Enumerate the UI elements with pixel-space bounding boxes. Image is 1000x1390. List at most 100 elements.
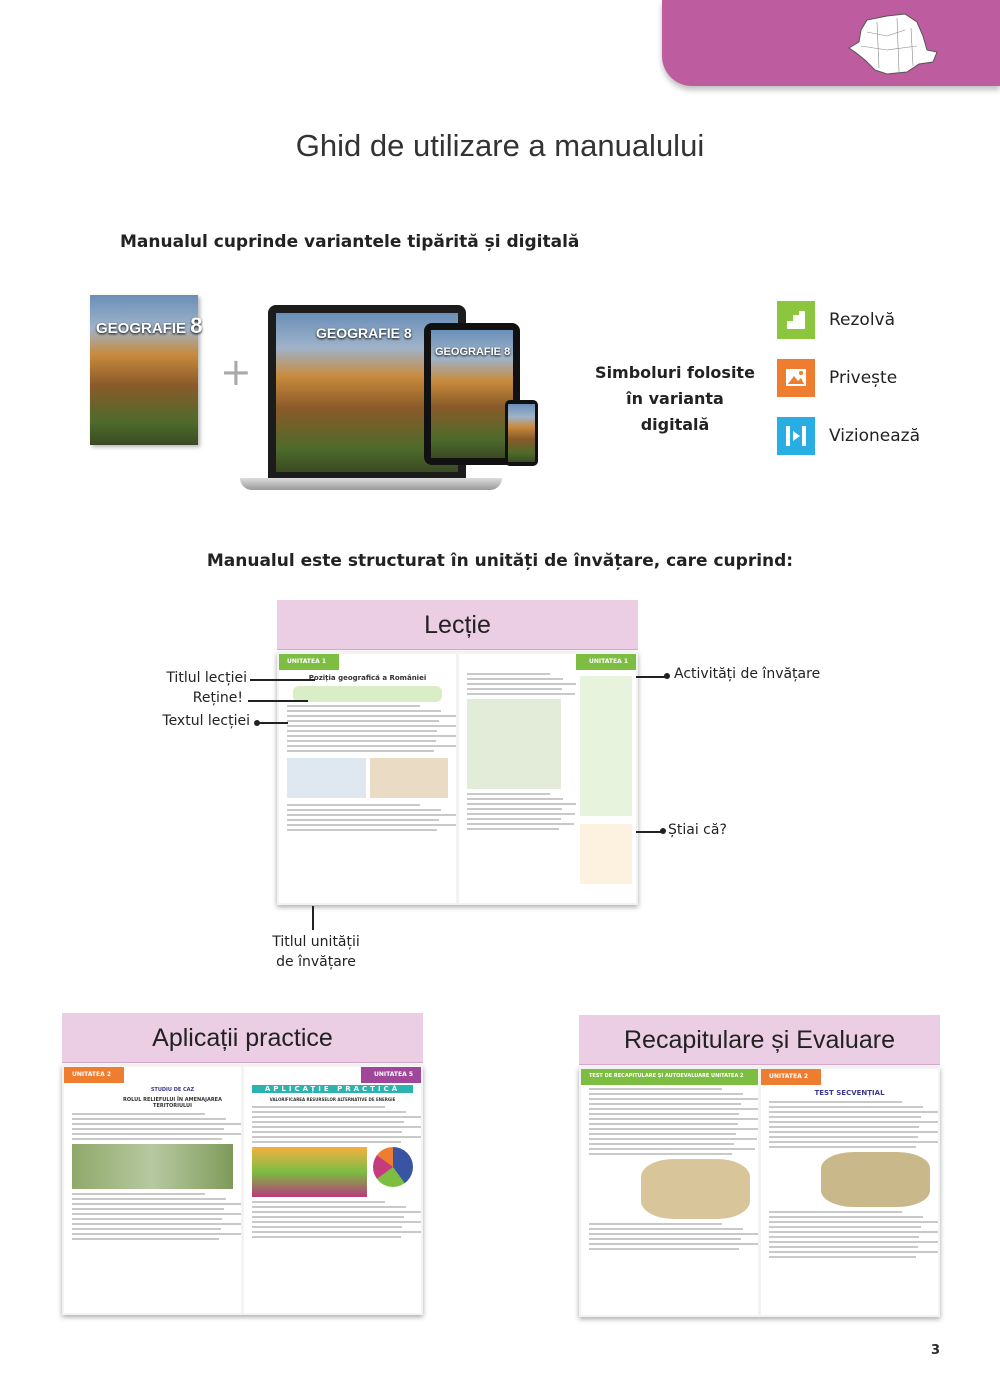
arrow xyxy=(636,831,664,833)
text-line xyxy=(287,725,456,727)
review-spread: TEST DE RECAPITULARE ȘI AUTOEVALUARE UNI… xyxy=(579,1067,940,1317)
chapter-tab xyxy=(662,0,1000,86)
text-line xyxy=(769,1141,938,1143)
text-line xyxy=(252,1136,421,1138)
practical-spread: UNITATEA 2 STUDIU DE CAZ ROLUL RELIEFULU… xyxy=(62,1065,423,1315)
text-lines xyxy=(279,705,456,752)
text-line xyxy=(467,693,575,695)
text-line xyxy=(72,1118,226,1120)
text-line xyxy=(769,1126,920,1128)
review-banner: TEST DE RECAPITULARE ȘI AUTOEVALUARE UNI… xyxy=(581,1069,758,1085)
text-line xyxy=(769,1121,938,1123)
case-study-label: STUDIU DE CAZ xyxy=(150,1087,195,1093)
text-line xyxy=(72,1198,226,1200)
lesson-spread: UNITATEA 1 Poziția geografică a României… xyxy=(277,652,638,905)
symbols-caption-line1: Simboluri folosite xyxy=(595,363,755,382)
text-line xyxy=(769,1106,923,1108)
plus-sign: + xyxy=(220,350,252,394)
text-line xyxy=(72,1238,219,1240)
text-line xyxy=(769,1231,938,1233)
text-line xyxy=(287,809,441,811)
page-number: 3 xyxy=(931,1343,941,1358)
text-line xyxy=(769,1216,923,1218)
annotation-did-you-know: Știai că? xyxy=(668,822,727,838)
text-line xyxy=(467,818,561,820)
text-line xyxy=(769,1111,938,1113)
text-lines xyxy=(64,1193,241,1240)
text-line xyxy=(589,1223,722,1225)
symbol-label: Privește xyxy=(829,368,898,388)
unit-label: UNITATEA 1 xyxy=(279,654,339,670)
text-line xyxy=(287,750,434,752)
text-line xyxy=(769,1256,916,1258)
text-line xyxy=(72,1193,205,1195)
book-number: 8 xyxy=(403,325,412,341)
text-line xyxy=(589,1133,736,1135)
symbol-rezolva: Rezolvă xyxy=(777,301,895,339)
arrow xyxy=(258,722,288,724)
text-lines xyxy=(244,1201,421,1238)
section-review-header: Recapitulare și Evaluare xyxy=(579,1015,940,1065)
book-brand: GEOGRAFIE xyxy=(96,320,187,337)
text-line xyxy=(287,819,440,821)
text-line xyxy=(769,1211,902,1213)
text-line xyxy=(589,1138,758,1140)
text-line xyxy=(287,824,456,826)
text-lines xyxy=(581,1223,758,1250)
review-banner-text: TEST DE RECAPITULARE ȘI AUTOEVALUARE xyxy=(589,1073,710,1079)
text-lines xyxy=(761,1211,938,1258)
book-number: 8 xyxy=(190,313,203,338)
structure-heading: Manualul este structurat în unități de î… xyxy=(206,551,794,571)
annotation-remember: Reține! xyxy=(192,690,243,706)
text-line xyxy=(72,1133,241,1135)
romania-map-icon xyxy=(848,13,938,75)
annotation-unit-title-line1: Titlul unității xyxy=(272,934,360,950)
symbols-caption-line2: în varianta digitală xyxy=(626,389,724,434)
text-line xyxy=(72,1138,223,1140)
practical-banner: APLICAȚIE PRACTICĂ xyxy=(252,1085,413,1093)
text-line xyxy=(467,798,563,800)
text-line xyxy=(287,720,440,722)
film-play-icon xyxy=(777,417,815,455)
text-line xyxy=(467,673,550,675)
image-icon xyxy=(777,359,815,397)
text-line xyxy=(769,1236,920,1238)
text-line xyxy=(72,1213,241,1215)
text-line xyxy=(467,688,562,690)
text-line xyxy=(287,829,438,831)
text-line xyxy=(72,1223,241,1225)
text-line xyxy=(252,1141,401,1143)
text-line xyxy=(467,803,576,805)
section-lesson-header: Lecție xyxy=(277,600,638,650)
text-line xyxy=(589,1233,758,1235)
lesson-left-page: UNITATEA 1 Poziția geografică a României xyxy=(279,654,456,903)
page-title: Ghid de utilizare a manualului xyxy=(295,128,705,163)
text-line xyxy=(467,813,575,815)
text-line xyxy=(589,1123,738,1125)
text-line xyxy=(769,1221,938,1223)
text-line xyxy=(287,705,420,707)
text-line xyxy=(252,1216,405,1218)
text-line xyxy=(252,1206,406,1208)
text-line xyxy=(467,678,563,680)
text-line xyxy=(287,715,456,717)
text-lines xyxy=(64,1113,241,1140)
text-line xyxy=(589,1238,742,1240)
text-line xyxy=(252,1131,403,1133)
text-line xyxy=(467,793,550,795)
text-line xyxy=(467,828,560,830)
annotation-lesson-title: Titlul lecției xyxy=(166,670,247,686)
text-line xyxy=(589,1098,758,1100)
lesson-map xyxy=(467,699,561,789)
annotation-activities: Activități de învățare xyxy=(674,666,821,682)
text-line xyxy=(769,1226,922,1228)
did-you-know-box xyxy=(580,824,632,884)
unit-label: UNITATEA 2 xyxy=(711,1073,744,1079)
book-number: 8 xyxy=(504,346,511,358)
variants-heading: Manualul cuprinde variantele tipărită și… xyxy=(120,232,580,252)
text-line xyxy=(589,1243,758,1245)
text-line xyxy=(589,1113,740,1115)
symbol-label: Rezolvă xyxy=(829,310,896,330)
lesson-title: Poziția geografică a României xyxy=(308,674,427,682)
text-line xyxy=(589,1248,740,1250)
